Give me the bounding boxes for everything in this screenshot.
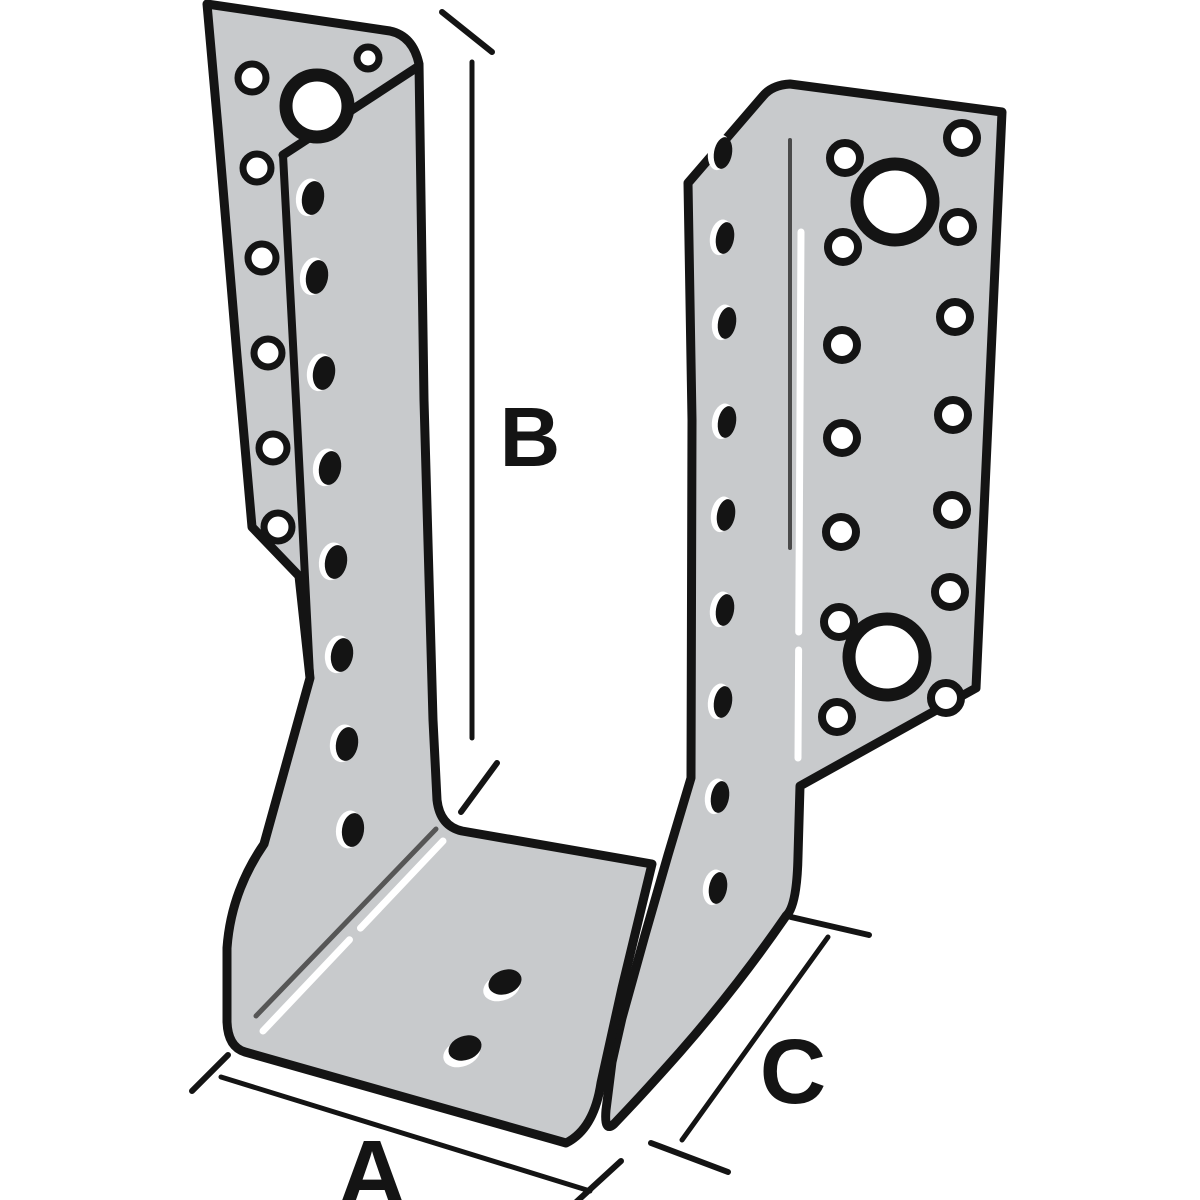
dimension-tick-a-left bbox=[189, 1052, 231, 1094]
nail-hole bbox=[943, 119, 981, 157]
slot-hole bbox=[713, 137, 733, 169]
seat-hole bbox=[448, 1035, 482, 1061]
dimension-label-a: A bbox=[337, 1121, 406, 1200]
slot-hole bbox=[341, 813, 365, 847]
dimension-b: B bbox=[439, 9, 561, 815]
left-fold-edge bbox=[279, 151, 314, 680]
nail-hole bbox=[260, 509, 296, 545]
dimension-tick-c-bottom bbox=[648, 1140, 731, 1175]
nail-hole bbox=[823, 419, 861, 457]
nail-hole bbox=[826, 139, 864, 177]
left-piece bbox=[202, 0, 657, 1148]
seat-bend-shadow-line bbox=[253, 826, 439, 1019]
slot-hole bbox=[330, 638, 354, 672]
nail-hole bbox=[933, 491, 971, 529]
dimension-label-b: B bbox=[500, 390, 561, 484]
slot-hole bbox=[312, 356, 336, 390]
nail-hole bbox=[823, 326, 861, 364]
dimension-tick-b-top bbox=[439, 9, 495, 55]
slot-hole bbox=[324, 545, 348, 579]
slot-hole bbox=[710, 781, 730, 813]
slot-hole bbox=[716, 499, 736, 531]
nail-hole bbox=[353, 43, 383, 73]
slot-hole bbox=[335, 727, 359, 761]
right-plate-highlight-line bbox=[794, 228, 805, 762]
left-piece-body bbox=[202, 0, 657, 1148]
nail-hole bbox=[934, 396, 972, 434]
seat-hole bbox=[488, 969, 522, 995]
slot-hole bbox=[305, 260, 329, 294]
right-piece bbox=[601, 79, 1007, 1131]
right-flange-slots bbox=[702, 134, 737, 906]
nail-hole bbox=[250, 335, 286, 371]
seat-holes bbox=[443, 969, 522, 1068]
bolt-hole bbox=[842, 612, 932, 702]
dimension-c: C bbox=[648, 914, 872, 1175]
bolt-hole bbox=[850, 157, 940, 247]
nail-hole bbox=[824, 228, 862, 266]
dimension-tick-a-right bbox=[574, 1158, 624, 1200]
slot-hole bbox=[715, 222, 735, 254]
nail-hole bbox=[822, 513, 860, 551]
nail-hole bbox=[936, 298, 974, 336]
slot-hole bbox=[717, 406, 737, 438]
left-flange-holes bbox=[234, 43, 383, 545]
nail-hole bbox=[818, 698, 856, 736]
slot-hole bbox=[717, 307, 737, 339]
slot-hole bbox=[301, 181, 325, 215]
dimension-tick-c-top bbox=[788, 914, 872, 938]
nail-hole bbox=[234, 60, 270, 96]
dimension-a: A bbox=[189, 1052, 624, 1200]
seat-bend-highlight-line bbox=[259, 837, 447, 1035]
nail-hole bbox=[244, 240, 280, 276]
dimension-tick-b-bottom bbox=[458, 760, 500, 815]
slot-hole bbox=[708, 872, 728, 904]
dimension-line-c bbox=[679, 934, 831, 1143]
bolt-hole bbox=[279, 68, 355, 144]
dimension-line-a bbox=[218, 1074, 593, 1194]
right-plate-holes bbox=[818, 119, 981, 736]
nail-hole bbox=[927, 679, 965, 717]
nail-hole bbox=[820, 603, 858, 641]
dimension-label-c: C bbox=[760, 1021, 826, 1123]
slot-hole bbox=[715, 594, 735, 626]
right-piece-body bbox=[601, 79, 1007, 1131]
nail-hole bbox=[255, 430, 291, 466]
nail-hole bbox=[931, 573, 969, 611]
slot-hole bbox=[318, 451, 342, 485]
nail-hole bbox=[239, 150, 275, 186]
nail-hole bbox=[939, 208, 977, 246]
left-strap-slots bbox=[295, 178, 365, 849]
slot-hole bbox=[713, 686, 733, 718]
